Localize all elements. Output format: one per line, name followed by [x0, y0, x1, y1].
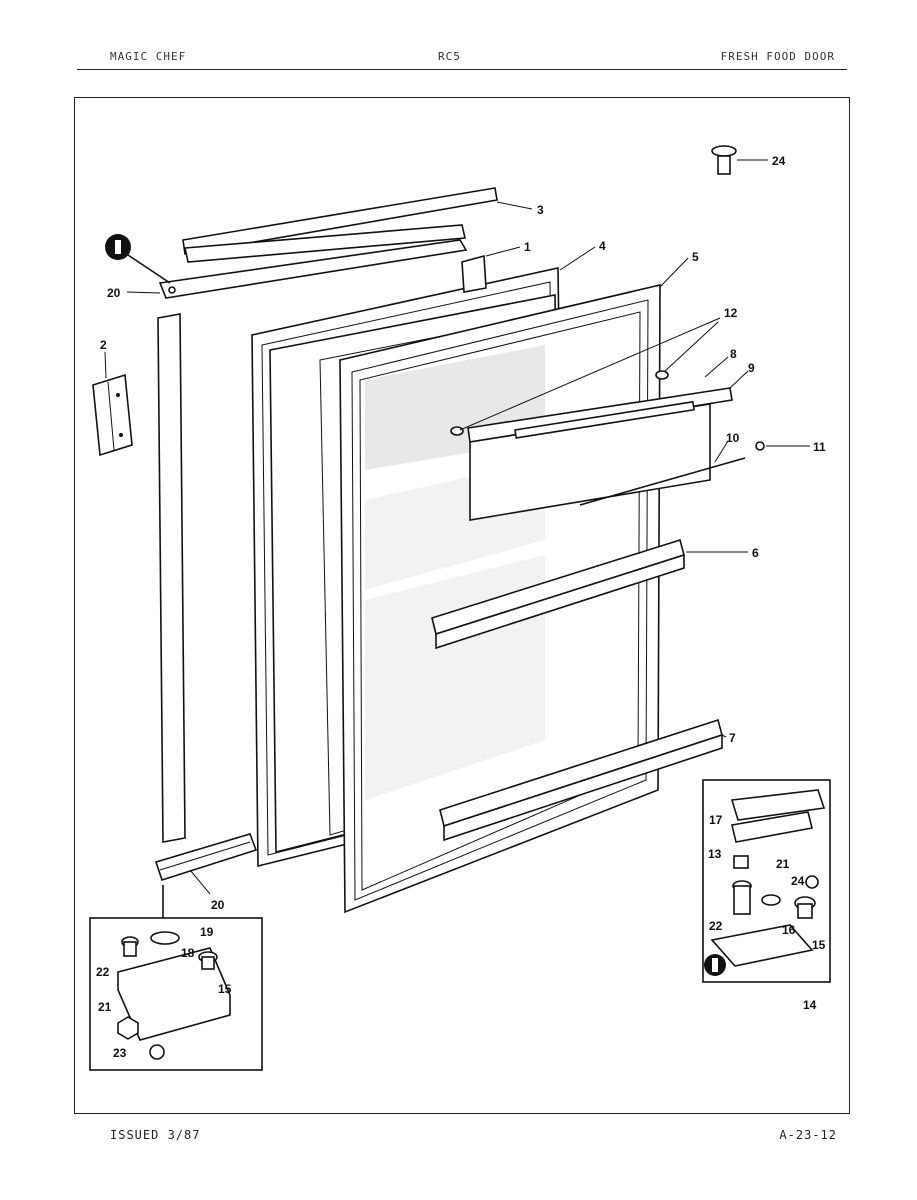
diagram-frame: [74, 97, 850, 1114]
part-20-top-hinge: [158, 239, 468, 299]
callout-3: 3: [537, 203, 544, 217]
leader-lines: [104, 159, 810, 895]
left-side-trim: [157, 313, 186, 843]
callout-1: 1: [524, 240, 531, 254]
part-1-top-cap: [184, 224, 466, 263]
callout-2: 2: [100, 338, 107, 352]
part-6-shelf-bar: [431, 538, 685, 650]
callout-4: 4: [599, 239, 606, 253]
header-rule: [77, 69, 847, 70]
header-model: RC5: [438, 50, 461, 63]
callout-22-right: 22: [709, 919, 723, 933]
callout-21-left: 21: [98, 1000, 112, 1014]
badge-i-top: [105, 234, 171, 284]
callout-19: 19: [200, 925, 214, 939]
callout-10: 10: [726, 431, 740, 445]
callout-14: 14: [803, 998, 817, 1012]
callout-8: 8: [730, 347, 737, 361]
callout-24-top: 24: [772, 154, 786, 168]
callout-21-right: 21: [776, 857, 790, 871]
callout-22-left: 22: [96, 965, 110, 979]
callout-5: 5: [692, 250, 699, 264]
callout-15-left: 15: [218, 982, 232, 996]
callout-23: 23: [113, 1046, 127, 1060]
callout-7: 7: [729, 731, 736, 745]
callout-17: 17: [709, 813, 723, 827]
part-9-shelf-bar: [467, 387, 733, 521]
callout-18: 18: [181, 946, 195, 960]
callout-24-right: 24: [791, 874, 805, 888]
callout-20-bottom: 20: [211, 898, 225, 912]
inset-hinge-assembly: [702, 779, 831, 983]
callout-6: 6: [752, 546, 759, 560]
footer-issued: ISSUED 3/87: [110, 1128, 201, 1142]
callout-16: 16: [782, 923, 796, 937]
callout-20-top: 20: [107, 286, 121, 300]
header-section: FRESH FOOD DOOR: [720, 50, 835, 63]
part-1-vertical-strip: [461, 254, 487, 293]
callout-12: 12: [724, 306, 738, 320]
inset-bottom-hinge: [89, 885, 263, 1071]
callout-15-right: 15: [812, 938, 826, 952]
part-20-bottom-hinge: [154, 833, 258, 882]
callout-11: 11: [813, 440, 826, 454]
part-2-side-hinge: [92, 373, 133, 457]
footer-code: A-23-12: [779, 1128, 837, 1142]
callout-9: 9: [748, 361, 755, 375]
part-10-rod: [579, 457, 746, 506]
callout-13: 13: [708, 847, 722, 861]
part-12-plugs: [450, 370, 669, 436]
part-3-top-trim: [182, 187, 498, 255]
part-7-shelf-bar: [439, 718, 723, 842]
header-brand: MAGIC CHEF: [110, 50, 187, 63]
part-24-push-pin: [711, 145, 737, 175]
part-11-screw: [755, 441, 765, 451]
